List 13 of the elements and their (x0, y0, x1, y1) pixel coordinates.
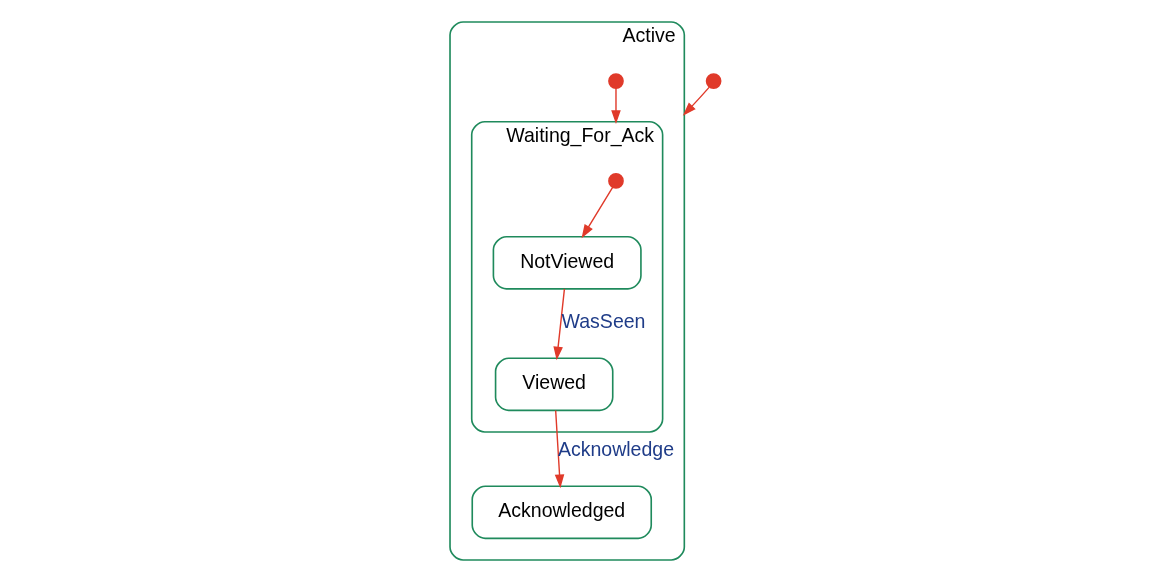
arrow (581, 186, 614, 239)
node-circle (608, 73, 624, 89)
arrow (554, 409, 565, 489)
node-box: Acknowledged (471, 485, 653, 540)
node-box: Viewed (494, 357, 614, 412)
arrow (611, 87, 621, 124)
arrow (682, 86, 710, 116)
arrow (553, 288, 566, 361)
edge-label: Acknowledge (557, 438, 675, 461)
node-circle (705, 73, 722, 89)
edge-label: WasSeen (561, 310, 646, 333)
node-circle (608, 173, 624, 189)
node-box: NotViewed (492, 235, 642, 290)
